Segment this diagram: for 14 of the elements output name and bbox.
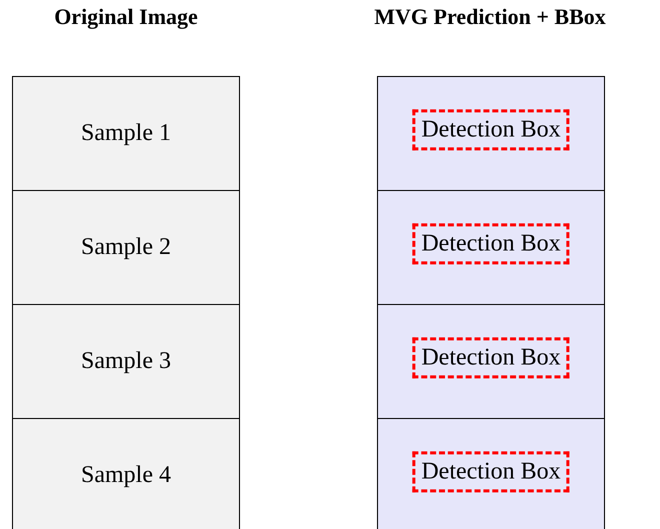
prediction-panel — [377, 418, 605, 529]
detection-box: Detection Box — [412, 222, 570, 264]
sample-box: Sample 3 — [12, 304, 240, 419]
detection-box: Detection Box — [412, 336, 570, 378]
prediction-panel — [377, 304, 605, 419]
sample-box: Sample 2 — [12, 190, 240, 305]
prediction-panel — [377, 190, 605, 305]
column-heading: MVG Prediction + BBox — [374, 4, 606, 30]
sample-box: Sample 4 — [12, 418, 240, 529]
sample-box: Sample 1 — [12, 76, 240, 191]
column-heading: Original Image — [54, 4, 198, 30]
prediction-panel — [377, 76, 605, 191]
detection-box: Detection Box — [412, 450, 570, 492]
detection-box: Detection Box — [412, 108, 570, 150]
